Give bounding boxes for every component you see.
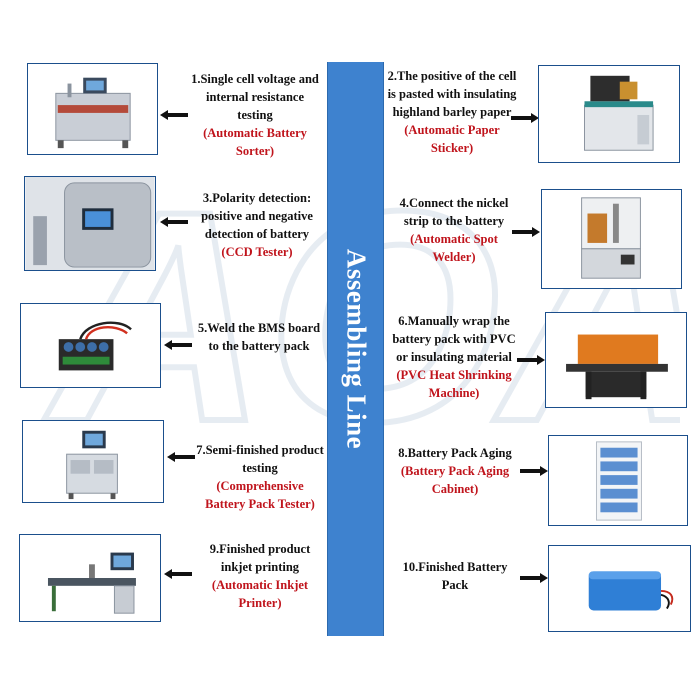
- step-9-desc: 9.Finished product inkjet printing: [209, 542, 311, 574]
- step-10-text: 10.Finished Battery Pack: [394, 558, 516, 594]
- step-10-image: [548, 545, 691, 632]
- step-5-text: 5.Weld the BMS board to the battery pack: [196, 319, 322, 355]
- step-5-desc: 5.Weld the BMS board to the battery pack: [197, 321, 321, 353]
- step-3-desc: 3.Polarity detection: positive and negat…: [201, 191, 313, 241]
- step-3-machine: (CCD Tester): [221, 245, 293, 259]
- step-8-image: [548, 435, 688, 526]
- step-6-text: 6.Manually wrap the battery pack with PV…: [392, 312, 516, 402]
- step-3-text: 3.Polarity detection: positive and negat…: [192, 189, 322, 261]
- assembling-line-label: Assembling Line: [341, 248, 371, 450]
- assembling-line-bar: Assembling Line: [327, 62, 384, 636]
- step-5-image: [20, 303, 161, 388]
- step-3-arrow: [160, 217, 188, 227]
- step-9-arrow: [164, 569, 192, 579]
- step-2-desc: 2.The positive of the cell is pasted wit…: [387, 69, 517, 119]
- step-9-text: 9.Finished product inkjet printing (Auto…: [195, 540, 325, 612]
- step-10-desc: 10.Finished Battery Pack: [402, 560, 508, 592]
- step-7-machine: (Comprehensive Battery Pack Tester): [205, 479, 315, 511]
- step-4-text: 4.Connect the nickel strip to the batter…: [395, 194, 513, 266]
- step-4-desc: 4.Connect the nickel strip to the batter…: [399, 196, 509, 228]
- step-6-arrow: [517, 355, 545, 365]
- step-4-image: [541, 189, 682, 289]
- step-7-desc: 7.Semi-finished product testing: [196, 443, 324, 475]
- step-1-image: [27, 63, 158, 155]
- step-1-machine: (Automatic Battery Sorter): [203, 126, 307, 158]
- step-4-arrow: [512, 227, 540, 237]
- step-6-machine: (PVC Heat Shrinking Machine): [396, 368, 512, 400]
- step-2-image: [538, 65, 680, 163]
- step-2-text: 2.The positive of the cell is pasted wit…: [387, 67, 517, 157]
- step-1-desc: 1.Single cell voltage and internal resis…: [191, 72, 319, 122]
- step-2-machine: (Automatic Paper Sticker): [404, 123, 500, 155]
- step-4-machine: (Automatic Spot Welder): [410, 232, 498, 264]
- step-3-image: [24, 176, 156, 271]
- step-8-text: 8.Battery Pack Aging (Battery Pack Aging…: [392, 444, 518, 498]
- step-1-arrow: [160, 110, 188, 120]
- step-7-image: [22, 420, 164, 503]
- step-1-text: 1.Single cell voltage and internal resis…: [187, 70, 323, 160]
- step-6-desc: 6.Manually wrap the battery pack with PV…: [392, 314, 516, 364]
- step-2-arrow: [511, 113, 539, 123]
- step-5-arrow: [164, 340, 192, 350]
- step-9-machine: (Automatic Inkjet Printer): [211, 578, 309, 610]
- step-10-arrow: [520, 573, 548, 583]
- step-6-image: [545, 312, 687, 408]
- step-7-text: 7.Semi-finished product testing (Compreh…: [195, 441, 325, 513]
- step-8-arrow: [520, 466, 548, 476]
- step-9-image: [19, 534, 161, 622]
- step-7-arrow: [167, 452, 195, 462]
- step-8-machine: (Battery Pack Aging Cabinet): [400, 464, 510, 496]
- step-8-desc: 8.Battery Pack Aging: [398, 446, 512, 460]
